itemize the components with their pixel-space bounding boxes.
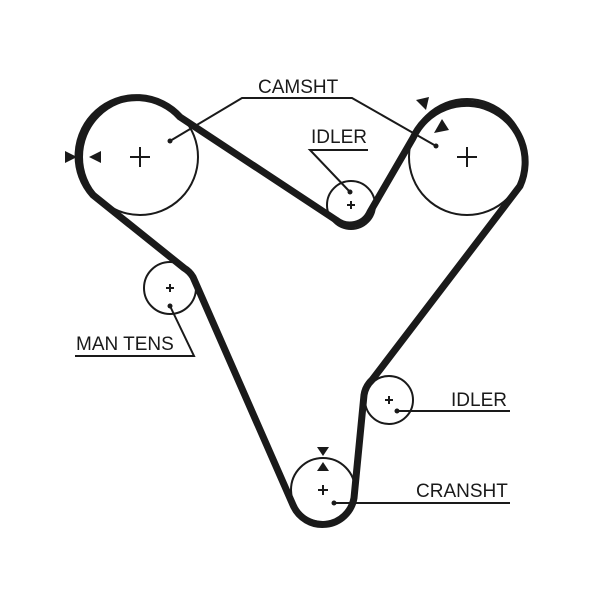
idler-pulley-right — [364, 375, 414, 425]
label-camshaft: CAMSHT — [258, 77, 339, 98]
idler-pulley-top — [326, 180, 376, 230]
label-idler-top: IDLER — [311, 127, 367, 148]
label-idler-right: IDLER — [451, 390, 507, 411]
manual-tensioner-pulley — [143, 261, 197, 315]
label-manual-tensioner: MAN TENS — [76, 334, 174, 355]
crankshaft-pulley — [290, 457, 356, 523]
camshaft-pulley-left — [81, 98, 199, 216]
timing-belt — [74, 94, 529, 529]
leader-dots — [167, 138, 439, 506]
label-crankshaft: CRANSHT — [416, 481, 508, 502]
leader-lines — [75, 97, 510, 504]
timing-mark-crank — [317, 447, 329, 471]
camshaft-pulley-right — [408, 98, 526, 216]
timing-mark-left-cam — [65, 151, 101, 163]
timing-mark-right-cam — [416, 97, 449, 133]
